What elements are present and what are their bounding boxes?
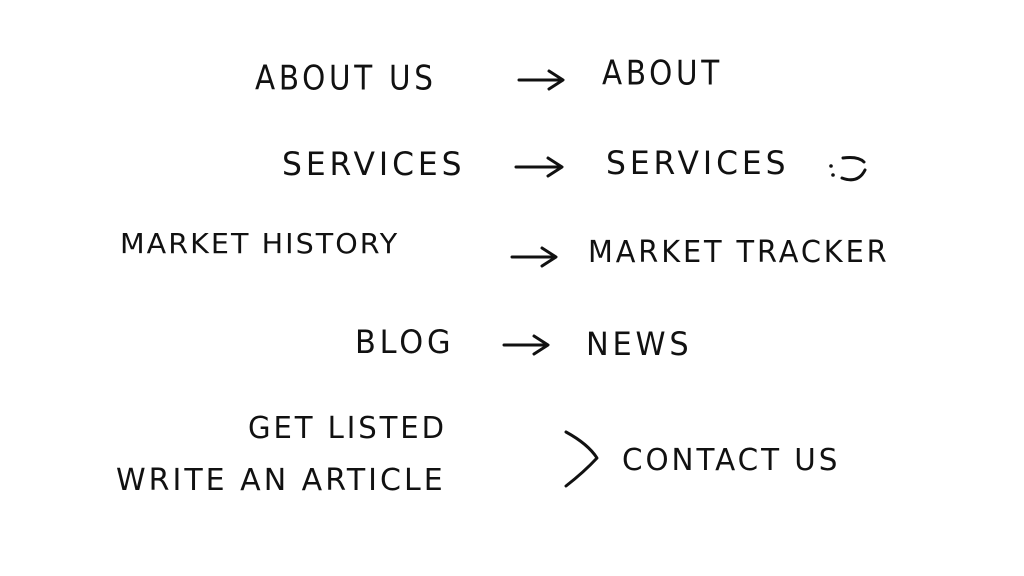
arrow-icon	[510, 246, 558, 268]
old-page-services: SERVICES	[282, 145, 466, 183]
smiley-face-icon	[829, 156, 867, 182]
old-page-about-us: ABOUT US	[255, 58, 437, 98]
old-page-get-listed: GET LISTED	[248, 411, 447, 446]
new-page-news: NEWS	[586, 325, 693, 363]
old-page-blog: BLOG	[355, 323, 455, 361]
arrow-icon	[517, 69, 565, 91]
new-page-services: SERVICES	[606, 144, 790, 182]
grouping-brace-icon	[564, 430, 599, 488]
arrow-icon	[514, 156, 564, 178]
new-page-market-tracker: MARKET TRACKER	[588, 235, 890, 270]
old-page-write-an-article: WRITE AN ARTICLE	[116, 463, 446, 498]
old-page-market-history: MARKET HISTORY	[120, 227, 400, 260]
new-page-about: ABOUT	[602, 53, 723, 93]
new-page-contact-us: CONTACT US	[622, 443, 841, 478]
arrow-icon	[502, 334, 550, 356]
